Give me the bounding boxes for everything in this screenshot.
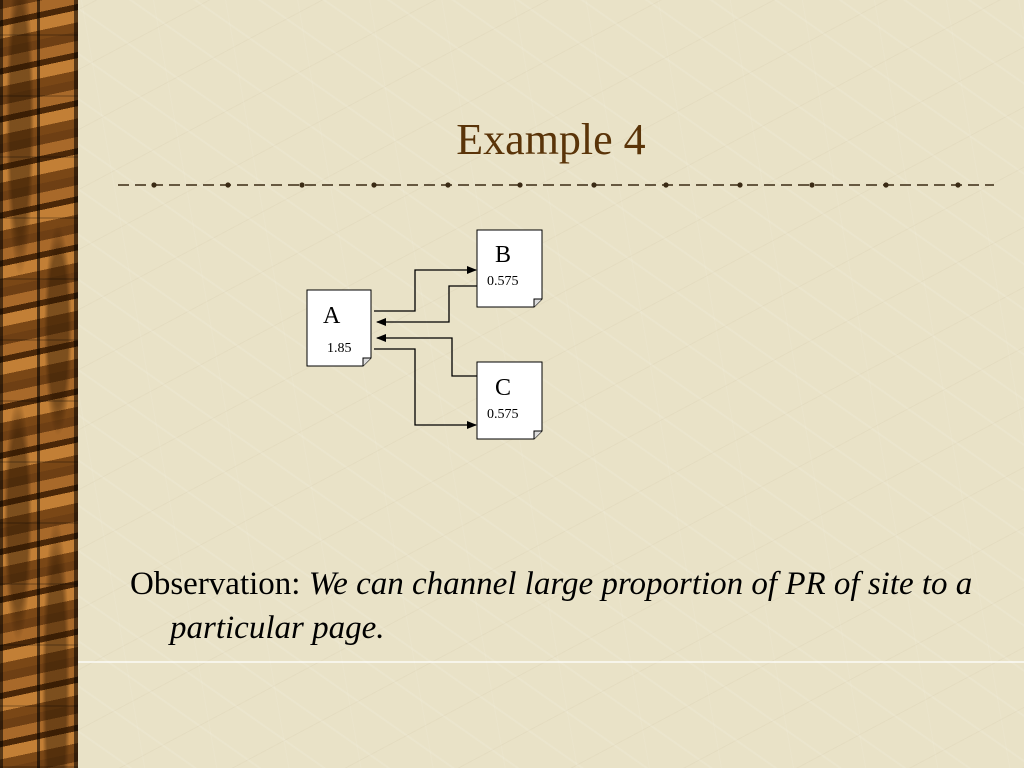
- observation-label: Observation:: [130, 566, 301, 602]
- slide-title: Example 4: [456, 115, 646, 164]
- observation-statement: We can channel large proportion of PR of…: [170, 566, 973, 646]
- node-a-value: 1.85: [327, 341, 352, 356]
- edge-b-to-a: [376, 285, 477, 326]
- node-b: B 0.575: [476, 229, 543, 308]
- node-c-value: 0.575: [487, 407, 519, 422]
- edge-c-to-a: [376, 334, 477, 377]
- node-a-label: A: [323, 303, 341, 329]
- node-b-label: B: [495, 242, 511, 268]
- edge-a-to-c: [374, 348, 477, 429]
- node-b-value: 0.575: [487, 274, 519, 289]
- title-divider: [118, 182, 994, 188]
- node-a: A 1.85: [306, 289, 372, 367]
- edge-a-to-b: [374, 266, 477, 312]
- node-c-label: C: [495, 375, 511, 401]
- wood-border: [0, 0, 78, 768]
- observation-text: Observation: We can channel large propor…: [130, 562, 1024, 650]
- bottom-divider: [78, 661, 1024, 663]
- wood-grain-texture: [0, 0, 78, 768]
- node-c: C 0.575: [476, 361, 543, 440]
